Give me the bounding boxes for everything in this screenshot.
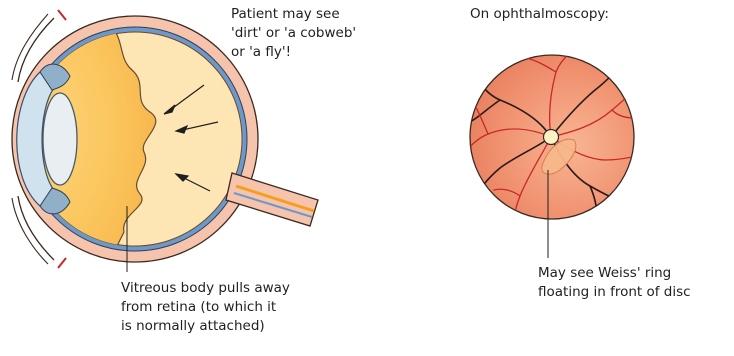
vitreous-line-3: is normally attached) <box>121 317 290 336</box>
vitreous-line-1: Vitreous body pulls away <box>121 279 290 298</box>
patient-see-label: Patient may see 'dirt' or 'a cobweb' or … <box>231 5 356 62</box>
optic-disc <box>544 130 559 145</box>
fundus-title: On ophthalmoscopy: <box>470 5 609 24</box>
optic-nerve <box>226 173 318 226</box>
vitreous-line-2: from retina (to which it <box>121 298 290 317</box>
patient-see-line-3: or 'a fly'! <box>231 43 356 62</box>
weiss-ring-label: May see Weiss' ring floating in front of… <box>538 264 691 302</box>
fundus-title-text: On ophthalmoscopy: <box>470 5 609 24</box>
lens <box>43 93 77 185</box>
patient-see-line-2: 'dirt' or 'a cobweb' <box>231 24 356 43</box>
weiss-line-2: floating in front of disc <box>538 283 691 302</box>
vitreous-label: Vitreous body pulls away from retina (to… <box>121 279 290 336</box>
patient-see-line-1: Patient may see <box>231 5 356 24</box>
weiss-line-1: May see Weiss' ring <box>538 264 691 283</box>
fundus-view <box>466 52 636 258</box>
